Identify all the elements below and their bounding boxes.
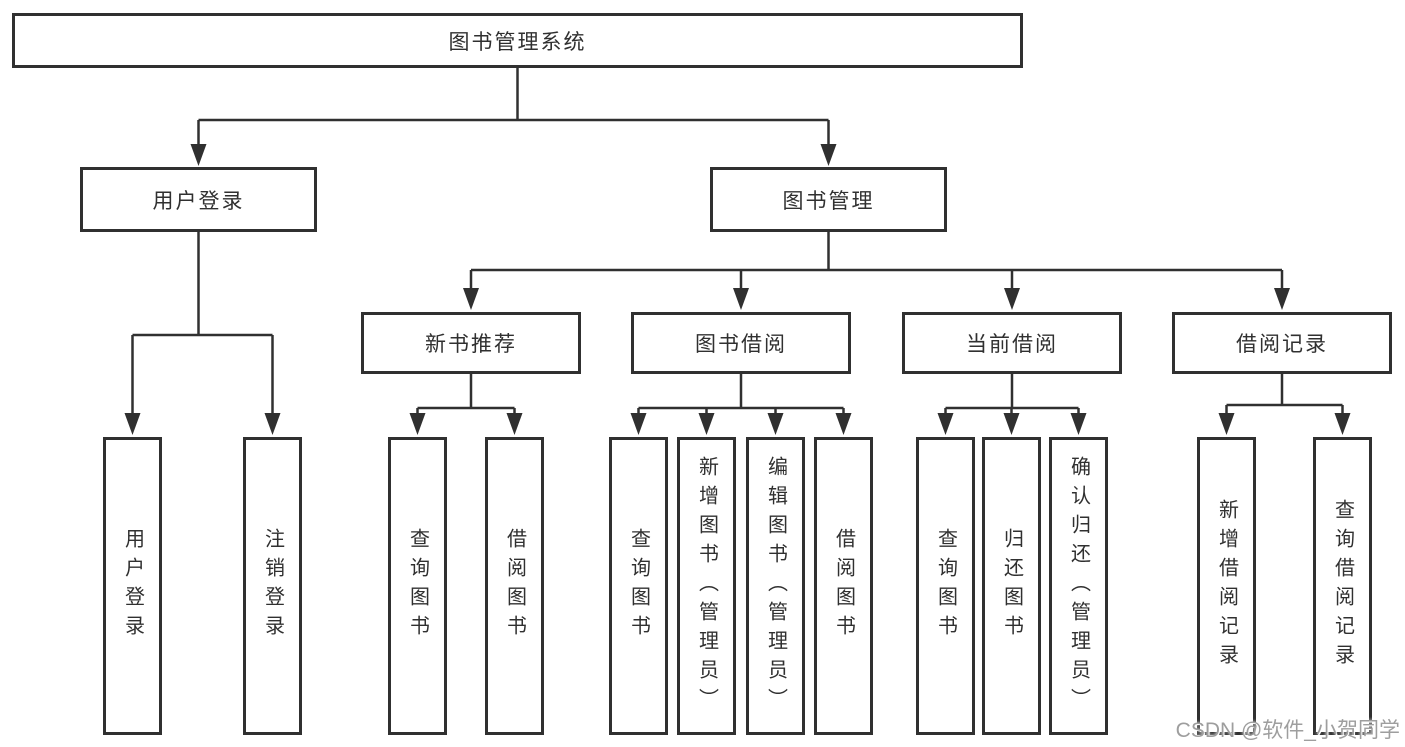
node-leaf-user-login-label: 用户登录 [121,528,144,644]
node-current-borrow-label: 当前借阅 [966,333,1058,356]
node-root-label: 图书管理系统 [448,30,587,54]
node-user-login-label: 用户登录 [152,189,245,213]
arrowheads-current-borrow [937,413,1087,435]
connector-group-borrow-records [1218,374,1351,435]
node-book-management: 图书管理 [710,167,947,232]
node-leaf-current-query: 查询图书 [916,437,975,735]
connector-group-book-management [463,232,1290,310]
node-leaf-records-query: 查询借阅记录 [1313,437,1372,735]
arrowheads-new-book-recommend [409,413,523,435]
node-leaf-records-add: 新增借阅记录 [1197,437,1256,735]
node-leaf-borrow-edit-label: 编辑图书（管理员） [764,455,787,717]
node-leaf-borrow-add: 新增图书（管理员） [677,437,736,735]
watermark: CSDN @软件_小贺同学 [1175,719,1400,742]
node-leaf-current-query-label: 查询图书 [934,528,957,644]
node-leaf-user-login: 用户登录 [103,437,162,735]
arrowheads-book-management [463,288,1290,310]
node-leaf-borrow-add-label: 新增图书（管理员） [695,455,718,717]
node-new-book-recommend-label: 新书推荐 [425,333,517,356]
node-book-management-label: 图书管理 [782,189,875,213]
connector-group-root [190,68,837,166]
connector-lines-root [197,68,830,146]
node-borrow-records: 借阅记录 [1172,312,1392,374]
connector-group-book-borrow [630,374,852,435]
node-leaf-newbook-borrow-label: 借阅图书 [503,528,526,644]
connector-lines-current-borrow [944,374,1080,416]
connector-group-current-borrow [937,374,1087,435]
connector-group-new-book-recommend [409,374,523,435]
node-leaf-borrow-borrow: 借阅图书 [814,437,873,735]
arrowheads-book-borrow [630,413,852,435]
node-leaf-borrow-edit: 编辑图书（管理员） [746,437,805,735]
node-leaf-borrow-borrow-label: 借阅图书 [832,528,855,644]
arrowheads-borrow-records [1218,413,1351,435]
node-leaf-borrow-query: 查询图书 [609,437,668,735]
node-leaf-logout-label: 注销登录 [261,528,284,644]
node-leaf-logout: 注销登录 [243,437,302,735]
connector-lines-book-borrow [637,374,845,416]
node-new-book-recommend: 新书推荐 [361,312,581,374]
node-current-borrow: 当前借阅 [902,312,1122,374]
connector-lines-new-book-recommend [416,374,516,416]
connector-lines-user-login [131,232,274,416]
node-borrow-records-label: 借阅记录 [1236,333,1328,356]
node-leaf-newbook-query-label: 查询图书 [406,528,429,644]
node-leaf-newbook-query: 查询图书 [388,437,447,735]
node-leaf-current-return: 归还图书 [982,437,1041,735]
arrowheads-root [190,144,837,166]
node-root: 图书管理系统 [12,13,1023,68]
node-book-borrow-label: 图书借阅 [695,333,787,356]
node-leaf-newbook-borrow: 借阅图书 [485,437,544,735]
connector-lines-borrow-records [1225,374,1344,416]
node-leaf-records-add-label: 新增借阅记录 [1215,499,1238,673]
arrowheads-user-login [124,413,281,435]
node-user-login: 用户登录 [80,167,317,232]
node-leaf-current-confirm: 确认归还（管理员） [1049,437,1108,735]
node-leaf-current-return-label: 归还图书 [1000,528,1023,644]
node-book-borrow: 图书借阅 [631,312,851,374]
node-leaf-borrow-query-label: 查询图书 [627,528,650,644]
connector-group-user-login [124,232,281,435]
connector-lines-book-management [469,232,1284,292]
node-leaf-records-query-label: 查询借阅记录 [1331,499,1354,673]
node-leaf-current-confirm-label: 确认归还（管理员） [1067,455,1090,717]
